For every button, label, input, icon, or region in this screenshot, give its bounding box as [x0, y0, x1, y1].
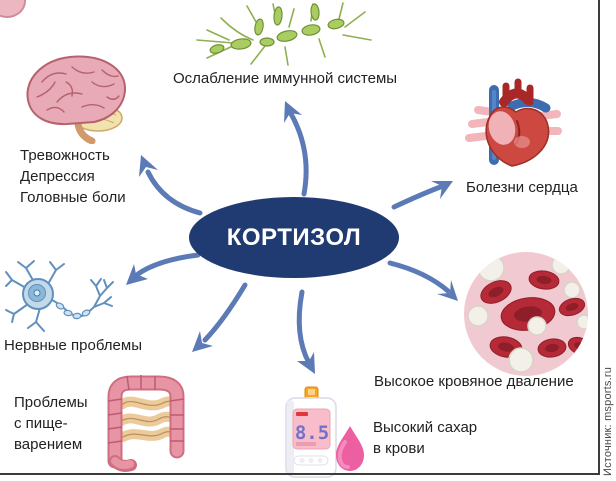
- digestion-labels: Проблемы с пище- варением: [14, 392, 88, 455]
- bottom-divider-line: [0, 473, 600, 475]
- source-credit: Источник: msports.ru: [602, 366, 614, 476]
- arrowhead-immune: [284, 101, 302, 123]
- pressure-label: Высокое кровяное дваление: [374, 373, 574, 390]
- mental-label-line: Депрессия: [20, 168, 95, 185]
- glucometer-reading: 8.5: [295, 422, 329, 444]
- arrow-to-mental: [145, 169, 203, 216]
- arrowhead-nerves: [126, 264, 148, 285]
- arrow-to-immune: [287, 109, 309, 197]
- heart-icon: [465, 78, 562, 167]
- arrowhead-heart: [431, 181, 453, 199]
- arrowhead-sugar: [297, 352, 315, 374]
- arrow-to-nerves: [135, 252, 201, 277]
- arrow-to-heart: [391, 183, 446, 210]
- cortisol-title: КОРТИЗОЛ: [226, 223, 362, 251]
- digestion-label-line: с пище-: [14, 415, 68, 432]
- immune-label: Ослабление иммунной системы: [172, 70, 398, 87]
- lymph-cell-icon: [196, 2, 372, 66]
- sugar-label-line: Высокий сахар: [373, 419, 478, 436]
- arrowhead-pressure: [437, 280, 458, 301]
- digestion-label-line: варением: [14, 436, 83, 453]
- intestine-icon: [107, 375, 185, 472]
- arrowhead-digestion: [192, 331, 213, 352]
- sugar-labels: Высокий сахар в крови: [373, 417, 477, 459]
- neuron-icon: [5, 260, 114, 332]
- blood-drop-icon: [336, 426, 364, 471]
- glucometer-icon: 8.5: [285, 386, 364, 478]
- nerves-label: Нервные проблемы: [4, 337, 142, 354]
- corner-blob: [0, 0, 26, 18]
- blood-cells-icon: [464, 252, 588, 376]
- sugar-label-line: в крови: [373, 440, 425, 457]
- right-divider-line: [598, 0, 600, 475]
- cortisol-ellipse: КОРТИЗОЛ: [189, 197, 399, 278]
- mental-label-line: Головные боли: [20, 189, 126, 206]
- heart-label: Болезни сердца: [466, 179, 578, 196]
- arrow-to-sugar: [296, 289, 312, 366]
- mental-labels: Тревожность Депрессия Головные боли: [20, 145, 126, 208]
- arrow-to-pressure: [387, 260, 451, 294]
- digestion-label-line: Проблемы: [14, 394, 88, 411]
- arrow-to-digestion: [202, 282, 248, 343]
- mental-label-line: Тревожность: [20, 147, 110, 164]
- arrowhead-mental: [139, 155, 158, 177]
- brain-icon: [26, 55, 127, 144]
